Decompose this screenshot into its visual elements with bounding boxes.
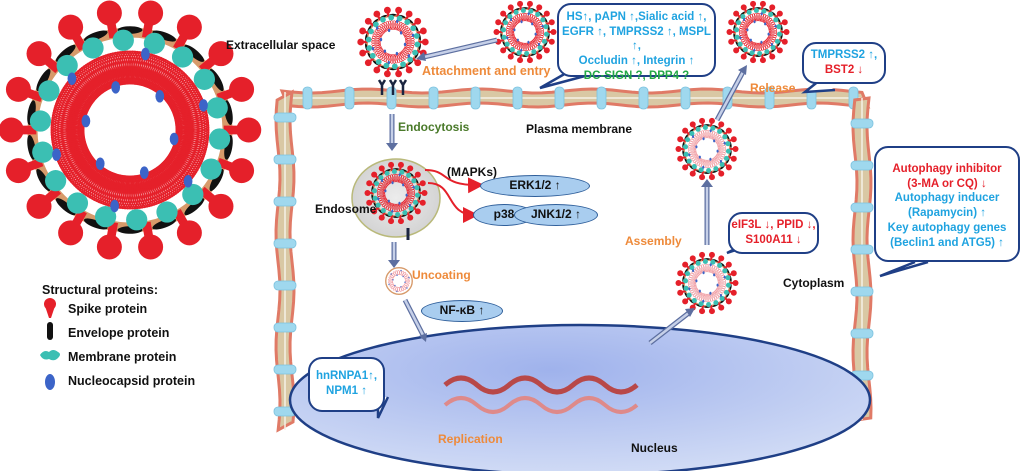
callout-line: DC-SIGN ?, DPP4 ? <box>583 69 690 82</box>
erk-pill: ERK1/2 ↑ <box>480 175 590 197</box>
rna-strand-1 <box>443 375 639 395</box>
arrows <box>386 37 747 345</box>
callout-line: hnRNPA1↑, <box>315 370 378 382</box>
assembly-label: Assembly <box>625 234 682 248</box>
callout-line: Occludin ↑, Integrin ↑ <box>578 55 695 68</box>
endosome <box>351 158 441 238</box>
legend-item-spike: Spike protein <box>68 302 148 316</box>
callout-line: EGFR ↑, TMPRSS2 ↑, MSPL ↑, <box>562 25 711 53</box>
autophagy-callout: Autophagy inhibitor (3-MA or CQ) ↓ Autop… <box>874 146 1020 262</box>
virion-attaching <box>357 6 429 78</box>
legend-item-nucleocapsid: Nucleocapsid protein <box>68 374 196 388</box>
assembly-factors-callout: eIF3L ↓, PPID ↓, S100A11 ↓ <box>728 212 819 254</box>
plasma-membrane-label: Plasma membrane <box>526 122 633 136</box>
callout-line: (Beclin1 and ATG5) ↑ <box>890 236 1004 249</box>
virion-approaching <box>493 0 557 64</box>
callout-line: HS↑, pAPN ↑,Sialic acid ↑, <box>566 11 707 23</box>
callout-line: eIF3L ↓, PPID ↓, <box>731 219 816 231</box>
host-receptors <box>377 79 410 240</box>
envelope-protein-icon <box>47 322 53 340</box>
plasma-membrane <box>273 86 874 433</box>
callout-line: (3-MA or CQ) ↓ <box>907 177 987 190</box>
cytoplasm-label: Cytoplasm <box>783 276 845 290</box>
extracellular-space-label: Extracellular space <box>226 38 336 52</box>
nucleus-label: Nucleus <box>631 441 678 455</box>
endocytosis-label: Endocytosis <box>398 120 470 134</box>
release-factors-callout: TMPRSS2 ↑, BST2 ↓ <box>802 42 886 84</box>
spike-protein-icon <box>44 298 56 318</box>
legend-icons <box>40 298 60 390</box>
replication-label: Replication <box>438 432 503 446</box>
mapk-arrow-erk <box>424 169 484 194</box>
entry-factors-callout: HS↑, pAPN ↑,Sialic acid ↑, EGFR ↑, TMPRS… <box>557 3 716 82</box>
callout-line: Autophagy inducer <box>894 192 1000 205</box>
callout-line: BST2 ↓ <box>824 63 864 76</box>
uncoating-label: Uncoating <box>412 268 471 282</box>
legend-item-membrane: Membrane protein <box>68 350 177 364</box>
jnk-pill: JNK1/2 ↑ <box>514 204 598 226</box>
virion-uncoating <box>385 267 413 295</box>
release-label: Release <box>750 81 796 95</box>
virion-assembling <box>675 251 739 315</box>
callout-line: Key autophagy genes <box>887 221 1007 234</box>
callout-line: S100A11 ↓ <box>745 233 802 246</box>
replication-factors-callout: hnRNPA1↑, NPM1 ↑ <box>308 357 385 412</box>
legend-title: Structural proteins: <box>42 283 158 297</box>
mapk-arrow-p38 <box>427 182 479 223</box>
legend-item-envelope: Envelope protein <box>68 326 170 340</box>
rna-strand-2 <box>443 396 639 414</box>
nucleocapsid-protein-icon <box>45 374 55 390</box>
virion-in-endosome <box>364 161 428 225</box>
callout-line: TMPRSS2 ↑, <box>810 49 878 61</box>
callout-line: (Rapamycin) ↑ <box>908 207 986 220</box>
mapks-label: (MAPKs) <box>447 165 497 179</box>
callout-line: NPM1 ↑ <box>326 384 367 397</box>
coronavirus-model <box>0 0 262 260</box>
attachment-entry-label: Attachment and entry <box>422 64 551 78</box>
callout-line: Autophagy inhibitor <box>892 163 1002 175</box>
virion-released <box>726 0 790 64</box>
virion-transported <box>675 117 739 181</box>
membrane-protein-icon <box>40 350 60 361</box>
nfkb-pill: NF-κB ↑ <box>421 300 503 322</box>
endosome-label: Endosome <box>315 202 377 216</box>
